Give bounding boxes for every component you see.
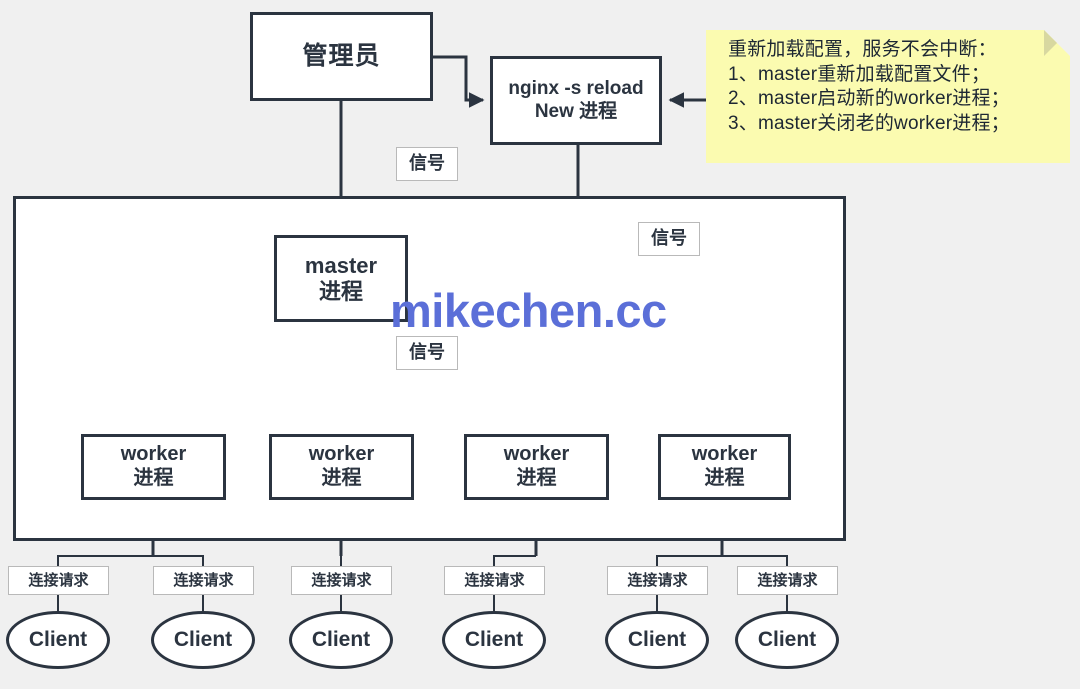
connection-request-box-5: 连接请求 (607, 566, 708, 595)
master-process-line-2: 进程 (318, 278, 363, 304)
connection-request-label-5: 连接请求 (627, 571, 688, 589)
client-label-3: Client (311, 628, 371, 651)
signal-label-nginx: 信号 (638, 222, 700, 256)
connection-request-label-2: 连接请求 (173, 571, 234, 589)
nginx-reload-node[interactable]: nginx -s reload New 进程 (490, 56, 662, 145)
note-item-3: 3、master关闭老的worker进程； (728, 113, 1010, 135)
client-node-1[interactable]: Client (6, 611, 110, 669)
master-process-node[interactable]: master 进程 (274, 235, 408, 322)
admin-node-label: 管理员 (302, 41, 381, 70)
connection-request-label-6: 连接请求 (757, 571, 818, 589)
nginx-reload-line-1: nginx -s reload (508, 78, 644, 100)
worker-4-line-2: 进程 (704, 467, 745, 489)
tree-worker-1 (57, 555, 204, 566)
connection-request-box-4: 连接请求 (444, 566, 545, 595)
client-label-2: Client (173, 628, 233, 651)
connection-request-box-6: 连接请求 (737, 566, 838, 595)
client-label-5: Client (627, 628, 687, 651)
note-item-2: 2、master启动新的worker进程； (728, 88, 1010, 110)
master-process-line-1: master (304, 252, 378, 278)
reload-note: 重新加载配置，服务不会中断： 1、master重新加载配置文件； 2、maste… (706, 30, 1070, 163)
client-node-2[interactable]: Client (151, 611, 255, 669)
signal-label-admin: 信号 (396, 147, 458, 181)
client-label-6: Client (757, 628, 817, 651)
signal-label-nginx-text: 信号 (651, 228, 687, 249)
note-heading: 重新加载配置，服务不会中断： (728, 39, 997, 60)
tree-worker-3 (493, 555, 536, 566)
connection-request-box-1: 连接请求 (8, 566, 109, 595)
tree-worker-4 (656, 555, 788, 566)
client-node-4[interactable]: Client (442, 611, 546, 669)
watermark: mikechen.cc (390, 284, 667, 337)
client-node-5[interactable]: Client (605, 611, 709, 669)
connection-request-label-1: 连接请求 (28, 571, 89, 589)
admin-node[interactable]: 管理员 (250, 12, 433, 101)
worker-process-node-4[interactable]: worker 进程 (658, 434, 791, 500)
worker-3-line-1: worker (503, 443, 570, 466)
connection-request-label-3: 连接请求 (311, 571, 372, 589)
worker-1-line-1: worker (120, 443, 187, 466)
connection-request-box-2: 连接请求 (153, 566, 254, 595)
client-label-4: Client (464, 628, 524, 651)
connection-request-box-3: 连接请求 (291, 566, 392, 595)
worker-process-node-2[interactable]: worker 进程 (269, 434, 414, 500)
worker-process-node-3[interactable]: worker 进程 (464, 434, 609, 500)
client-label-1: Client (28, 628, 88, 651)
connection-request-label-4: 连接请求 (464, 571, 525, 589)
signal-label-worker: 信号 (396, 336, 458, 370)
worker-4-line-1: worker (691, 443, 758, 466)
client-node-6[interactable]: Client (735, 611, 839, 669)
signal-label-admin-text: 信号 (409, 153, 445, 174)
worker-1-line-2: 进程 (133, 467, 174, 489)
edge-admin-to-nginx (433, 55, 485, 108)
client-node-3[interactable]: Client (289, 611, 393, 669)
note-item-1: 1、master重新加载配置文件； (728, 63, 991, 85)
worker-2-line-1: worker (308, 443, 375, 466)
worker-2-line-2: 进程 (321, 467, 362, 489)
signal-label-worker-text: 信号 (409, 342, 445, 363)
nginx-reload-line-2: New 进程 (534, 100, 618, 122)
worker-process-node-1[interactable]: worker 进程 (81, 434, 226, 500)
worker-3-line-2: 进程 (516, 467, 557, 489)
